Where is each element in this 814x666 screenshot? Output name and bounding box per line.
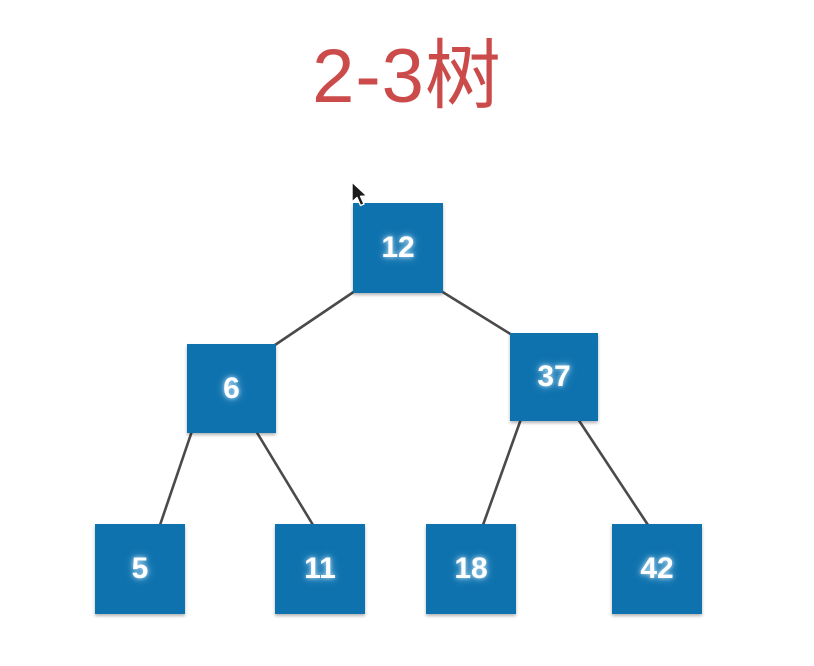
tree-edge-n12-n37 <box>439 289 514 337</box>
tree-node-12[interactable]: 12 <box>353 203 443 293</box>
tree-node-label: 12 <box>381 231 415 264</box>
page-title: 2-3树 <box>312 34 502 119</box>
tree-node-label: 5 <box>131 552 149 585</box>
tree-edge-n12-n6 <box>273 289 357 347</box>
tree-node-label: 42 <box>640 552 674 585</box>
tree-node-5[interactable]: 5 <box>95 524 185 614</box>
tree-node-42[interactable]: 42 <box>612 524 702 614</box>
tree-node-11[interactable]: 11 <box>275 524 365 614</box>
tree-node-label: 6 <box>223 371 240 405</box>
tree-edge-n37-n18 <box>481 417 523 527</box>
tree-edge-n6-n5 <box>158 429 194 527</box>
tree-edge-n6-n11 <box>254 429 315 527</box>
tree-edge-n37-n42 <box>576 417 650 527</box>
tree-node-37[interactable]: 37 <box>510 333 598 421</box>
tree-node-label: 11 <box>304 552 336 585</box>
tree-node-label: 18 <box>454 552 488 585</box>
tree-node-label: 37 <box>537 360 571 393</box>
tree-node-18[interactable]: 18 <box>426 524 516 614</box>
tree-node-6[interactable]: 6 <box>187 344 276 433</box>
